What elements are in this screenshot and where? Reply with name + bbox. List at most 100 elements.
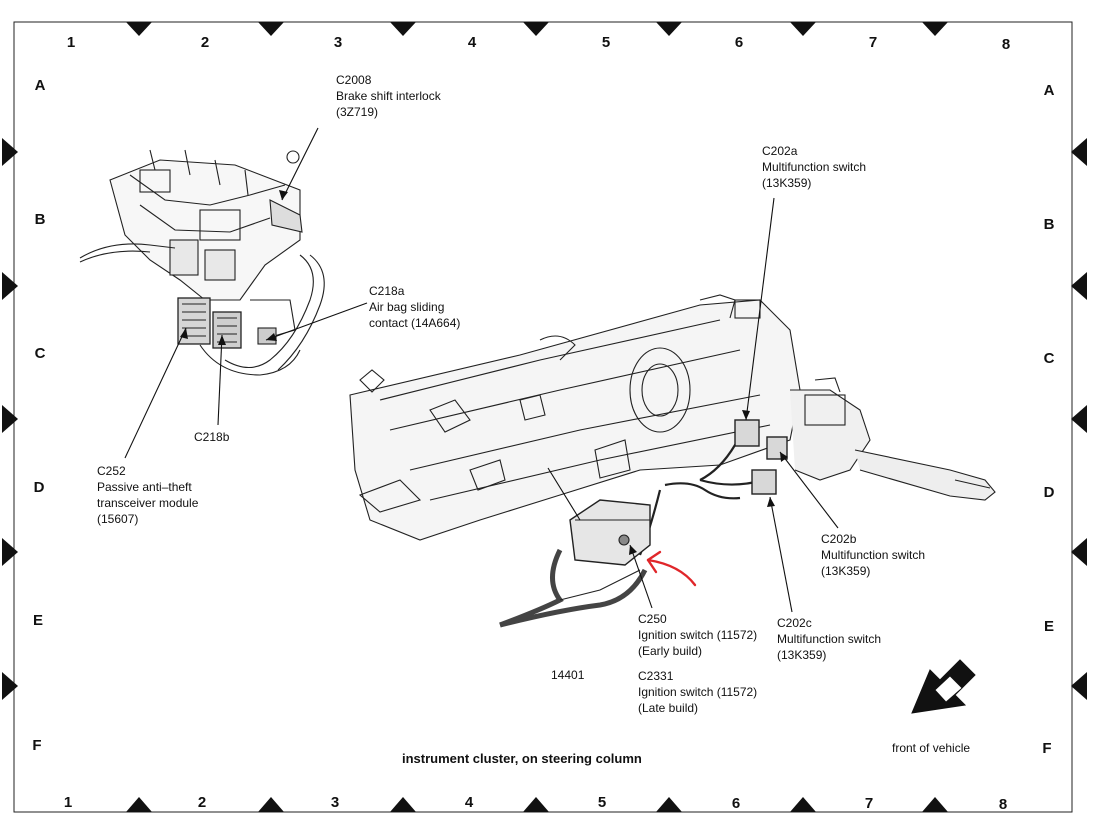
column-detail-drawing: [79, 149, 325, 376]
arrowhead-icon: [742, 410, 750, 420]
marker-icon: [2, 405, 18, 433]
row-label-right: E: [1043, 618, 1054, 635]
leader-c2008: [281, 127, 319, 201]
column-label-top: 5: [601, 34, 611, 51]
callout-code: C2331: [638, 669, 674, 683]
marker-icon: [523, 797, 549, 812]
marker-icon: [656, 22, 682, 36]
arrowhead-icon: [266, 333, 277, 341]
callout-desc: Ignition switch (11572): [638, 628, 758, 642]
callout-code: C202c: [777, 616, 812, 630]
row-label-left: D: [33, 479, 45, 496]
arrowhead-icon: [767, 497, 775, 507]
marker-icon: [390, 797, 416, 812]
leader-c202a: [745, 197, 775, 421]
row-label-right: C: [1043, 350, 1055, 367]
column-label-top: 6: [734, 34, 744, 51]
leader-lines: [124, 127, 839, 613]
top-markers: [126, 22, 948, 36]
leader-part: [547, 467, 581, 521]
callout-desc: Brake shift interlock: [336, 89, 441, 103]
column-label-top: 3: [333, 34, 343, 51]
marker-icon: [523, 22, 549, 36]
leader-c252: [124, 327, 187, 459]
row-label-left: A: [34, 77, 46, 94]
marker-icon: [2, 672, 18, 700]
callout-c218a: C218a Air bag sliding contact (14A664): [369, 283, 460, 331]
callout-desc: Passive anti–theft: [97, 480, 192, 494]
callout-desc: transceiver module: [97, 496, 199, 510]
arrowhead-icon: [180, 328, 188, 339]
bottom-markers: [126, 797, 948, 812]
column-label-bottom: 1: [63, 794, 73, 811]
marker-icon: [790, 797, 816, 812]
callout-part: (15607): [97, 512, 139, 526]
marker-icon: [258, 797, 284, 812]
callout-c250: C250 Ignition switch (11572) (Early buil…: [638, 611, 757, 659]
callout-code: C202a: [762, 144, 798, 158]
column-label-top: 2: [200, 34, 210, 51]
callout-code: C250: [638, 612, 667, 626]
column-label-top: 4: [467, 34, 477, 51]
callout-code: C202b: [821, 532, 857, 546]
column-label-bottom: 3: [330, 794, 340, 811]
callout-part: (13K359): [821, 564, 871, 578]
column-label-bottom: 6: [731, 795, 741, 812]
callout-desc: Air bag sliding: [369, 300, 445, 314]
diagram-caption: instrument cluster, on steering column: [402, 751, 642, 766]
callout-c2008: C2008 Brake shift interlock (3Z719): [336, 72, 441, 120]
marker-icon: [258, 22, 284, 36]
column-label-top: 1: [66, 34, 76, 51]
leader-c202c: [769, 496, 793, 613]
right-markers: [1071, 138, 1087, 700]
marker-icon: [126, 797, 152, 812]
row-label-left: B: [34, 211, 46, 228]
marker-icon: [1071, 138, 1087, 166]
row-label-right: A: [1043, 82, 1055, 99]
leader-c202b: [779, 451, 839, 529]
row-label-left: C: [34, 345, 46, 362]
callout-code: C252: [97, 464, 126, 478]
row-label-right: D: [1043, 484, 1055, 501]
callout-c202c: C202c Multifunction switch (13K359): [777, 615, 881, 663]
row-label-left: F: [32, 737, 42, 754]
left-markers: [2, 138, 18, 700]
callout-code: 14401: [551, 668, 585, 682]
callout-part: (13K359): [777, 648, 827, 662]
column-label-top: 8: [1001, 36, 1011, 53]
column-label-bottom: 8: [998, 796, 1008, 813]
marker-icon: [1071, 538, 1087, 566]
marker-icon: [126, 22, 152, 36]
marker-icon: [656, 797, 682, 812]
marker-icon: [1071, 672, 1087, 700]
callout-part: (3Z719): [336, 105, 379, 119]
marker-icon: [390, 22, 416, 36]
callout-c2331: C2331 Ignition switch (11572) (Late buil…: [638, 668, 757, 716]
row-label-right: F: [1042, 740, 1052, 757]
column-label-top: 7: [868, 34, 878, 51]
callout-14401: 14401: [551, 667, 584, 683]
column-label-bottom: 4: [464, 794, 474, 811]
front-arrow-icon: [911, 659, 976, 714]
callout-c252: C252 Passive anti–theft transceiver modu…: [97, 463, 198, 527]
row-label-left: E: [32, 612, 43, 629]
marker-icon: [2, 272, 18, 300]
callout-c202a: C202a Multifunction switch (13K359): [762, 143, 866, 191]
leader-arrowheads: [180, 190, 788, 555]
marker-icon: [1071, 272, 1087, 300]
arrowhead-icon: [218, 335, 226, 345]
callout-c218b: C218b: [194, 429, 229, 445]
column-label-bottom: 5: [597, 794, 607, 811]
callout-desc: Multifunction switch: [777, 632, 882, 646]
column-label-bottom: 7: [864, 795, 874, 812]
callout-code: C218b: [194, 430, 230, 444]
callout-desc: contact (14A664): [369, 316, 461, 330]
marker-icon: [2, 538, 18, 566]
red-annotation-arrow-icon: [646, 550, 697, 587]
marker-icon: [922, 797, 948, 812]
arrowhead-icon: [279, 190, 288, 200]
marker-icon: [790, 22, 816, 36]
column-label-bottom: 2: [197, 794, 207, 811]
front-of-vehicle-label: front of vehicle: [892, 741, 971, 755]
